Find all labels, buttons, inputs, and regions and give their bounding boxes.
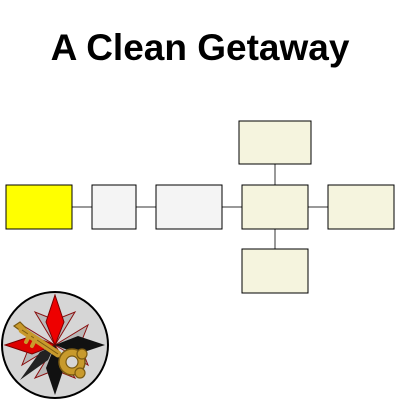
- map-room-junction[interactable]: [241, 184, 309, 230]
- map-connectors: [72, 164, 328, 249]
- compass-key-icon: [1, 291, 109, 399]
- map-room-visited-2[interactable]: [155, 184, 223, 230]
- emblem-dark-point-sw: [20, 345, 55, 380]
- map-room-south[interactable]: [241, 248, 309, 294]
- map-room-current[interactable]: [5, 184, 73, 230]
- map-room-visited-1[interactable]: [91, 184, 137, 230]
- map-room-north[interactable]: [238, 120, 312, 165]
- page-title: A Clean Getaway: [50, 27, 350, 68]
- key-icon: [12, 321, 88, 379]
- map-room-east[interactable]: [327, 184, 395, 230]
